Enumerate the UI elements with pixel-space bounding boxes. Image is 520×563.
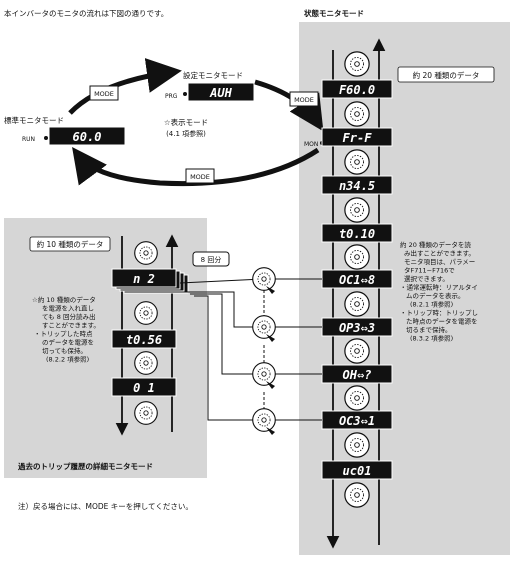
dial-icon[interactable]: [344, 101, 370, 127]
standard-monitor-label: 標準モニタモード: [4, 115, 64, 125]
dial-icon[interactable]: [344, 197, 370, 223]
setting-monitor-label: 設定モニタモード: [183, 70, 243, 80]
status-display-value-7: OH⇔?: [343, 368, 372, 382]
status-display-value-1: F60.0: [339, 83, 375, 97]
status-display-1: F60.0: [321, 79, 393, 99]
status-description: 約 20 種類のデータを読 み出すことができます。 モニタ項目は、パラメー タF…: [400, 240, 480, 343]
count-badge-label: 8 回分: [201, 255, 222, 264]
trip-note-10: 約 10 種類のデータ: [37, 239, 104, 249]
trip-display-3: 0 1: [111, 377, 177, 397]
status-desc-line: 切るまで保持。: [406, 325, 452, 334]
trip-desc-line: ・トリップした時点: [34, 330, 93, 338]
status-display-value-4: t0.10: [339, 227, 375, 241]
status-desc-line: ・通常運転時：リアルタイ: [400, 283, 478, 292]
mode-key-label: MODE: [94, 90, 114, 98]
dial-icon[interactable]: [134, 241, 158, 265]
trip-note-box: [29, 236, 111, 252]
status-display-6: OP3⇔3: [321, 317, 393, 337]
trip-display-value-2: t0.56: [126, 333, 162, 347]
press-dial-icon[interactable]: [252, 408, 276, 435]
trip-desc-line: 切っても保持。: [42, 346, 87, 355]
dial-icon[interactable]: [134, 401, 158, 425]
dial-icon[interactable]: [344, 51, 370, 77]
status-desc-line: (8.3.2 項参照): [410, 334, 453, 343]
setting-display-value: AUH: [209, 86, 232, 100]
setting-display: [187, 82, 255, 102]
prg-led: [183, 92, 187, 96]
mode-key-label: MODE: [294, 96, 314, 104]
dial-icon[interactable]: [344, 338, 370, 364]
trip-display-value-1: n 2: [133, 272, 155, 286]
status-desc-line: 選択できます。: [404, 274, 449, 283]
status-display-value-3: n34.5: [339, 179, 375, 193]
mon-tag: MON: [304, 141, 318, 148]
count-badge: [192, 251, 230, 267]
status-desc-line: た時点のデータを電源を: [406, 317, 478, 326]
status-display-8: OC3⇔1: [321, 410, 393, 430]
dial-icon[interactable]: [344, 244, 370, 270]
trip-desc-line: (8.2.2 項参照): [46, 355, 89, 364]
status-display-7: OH⇔?: [321, 364, 393, 384]
status-display-value-5: OC1⇔8: [339, 273, 375, 287]
cycle-arrow-left: [68, 58, 182, 115]
status-display-value-6: OP3⇔3: [339, 321, 375, 335]
status-desc-line: (8.2.1 項参照): [410, 300, 453, 309]
trip-display-1: n 2: [111, 268, 177, 288]
status-desc-line: ・トリップ時：トリップし: [400, 309, 478, 317]
trip-desc-line: ☆約 10 種類のデータ: [32, 295, 96, 304]
dial-icon[interactable]: [344, 432, 370, 458]
trip-panel-title: 過去のトリップ履歴の詳細モニタモード: [18, 461, 153, 471]
press-dial-icon[interactable]: [252, 315, 276, 342]
status-desc-line: 約 20 種類のデータを読: [400, 240, 471, 249]
run-tag: RUN: [22, 136, 35, 143]
trip-display-value-3: 0 1: [133, 381, 155, 395]
status-display-2: Fr-F: [321, 127, 393, 147]
trip-description: ☆約 10 種類のデータ を電源を入れ直し ても 8 回分読み出 すことができま…: [32, 295, 102, 364]
display-mode-label: ☆表示モード: [164, 117, 208, 127]
status-panel-title: 状態モニタモード: [304, 8, 364, 18]
press-dial-icon[interactable]: [252, 362, 276, 389]
mode-key[interactable]: MODE: [289, 91, 319, 107]
trip-desc-line: ても 8 回分読み出: [42, 312, 95, 321]
mode-key[interactable]: MODE: [185, 168, 215, 184]
prg-tag: PRG: [165, 93, 178, 100]
dial-icon[interactable]: [134, 351, 158, 375]
run-led: [44, 136, 48, 140]
cycle-arrow-bottom: [72, 146, 320, 187]
trip-connector-2: [186, 291, 322, 328]
standard-display: [48, 126, 126, 146]
status-display-value-9: uc01: [343, 464, 372, 478]
trip-desc-line: のデータを電源を: [42, 338, 94, 347]
status-desc-line: モニタ項目は、パラメー: [404, 257, 475, 266]
status-display-value-8: OC3⇔1: [339, 414, 375, 428]
dial-icon[interactable]: [344, 291, 370, 317]
display-mode-ref: (4.1 項参照): [166, 129, 206, 138]
mode-key[interactable]: MODE: [89, 85, 119, 101]
status-note-20: 約 20 種類のデータ: [413, 70, 480, 80]
standard-display-value: 60.0: [73, 130, 102, 144]
dial-icon[interactable]: [344, 385, 370, 411]
status-desc-line: ムのデータを表示。: [406, 291, 465, 300]
trip-desc-line: を電源を入れ直し: [42, 304, 94, 313]
mode-key-label: MODE: [190, 173, 210, 181]
footnote: 注）戻る場合には、MODE キーを押してください。: [18, 501, 193, 511]
intro-text: 本インバータのモニタの流れは下図の通りです。: [4, 8, 168, 18]
press-dial-icon[interactable]: [252, 267, 276, 294]
status-display-3: n34.5: [321, 175, 393, 195]
status-desc-line: タF711~F716で: [404, 266, 455, 275]
status-display-value-2: Fr-F: [343, 131, 373, 145]
trip-history-panel: [4, 218, 207, 478]
status-display-9: uc01: [321, 460, 393, 480]
status-desc-line: み出すことができます。: [404, 249, 475, 258]
status-display-5: OC1⇔8: [321, 269, 393, 289]
trip-desc-line: すことができます。: [42, 321, 100, 330]
status-display-4: t0.10: [321, 223, 393, 243]
status-note-box: [397, 66, 495, 83]
dial-icon[interactable]: [134, 301, 158, 325]
dial-icon[interactable]: [344, 149, 370, 175]
trip-display-2: t0.56: [111, 329, 177, 349]
dial-icon[interactable]: [344, 482, 370, 508]
